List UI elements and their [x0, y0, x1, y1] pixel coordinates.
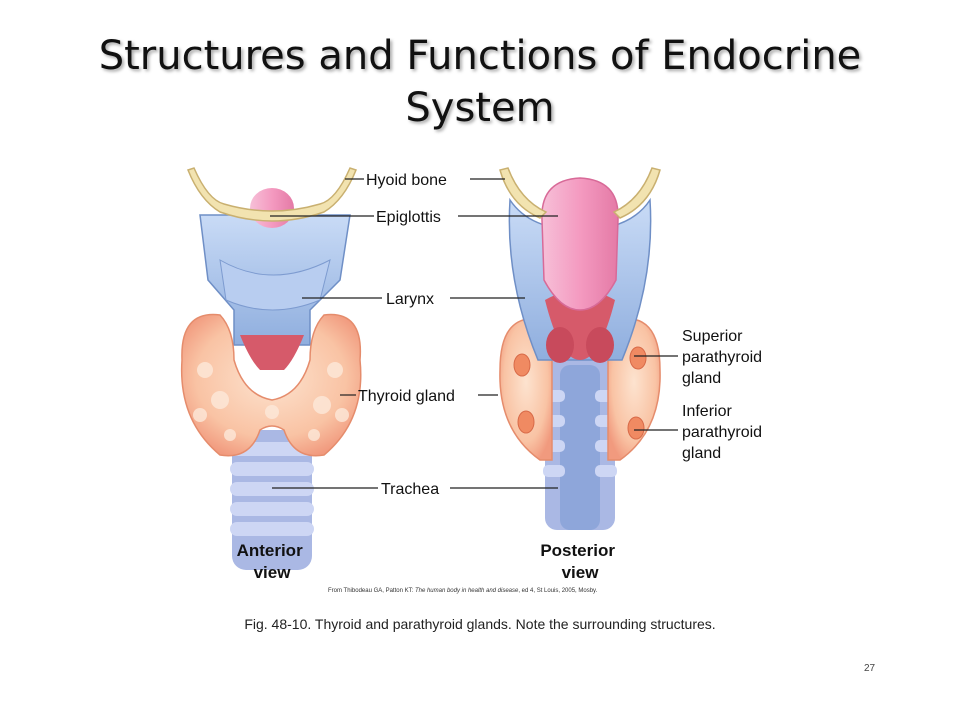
- label-superior-parathyroid: Superior parathyroid gland: [682, 328, 767, 387]
- slide-title-line-2: System: [405, 85, 555, 131]
- anterior-hyoid-bone: [187, 167, 357, 222]
- label-inferior-parathyroid: Inferior parathyroid gland: [682, 403, 767, 462]
- slide-title: Structures and Functions of Endocrine Sy…: [0, 30, 960, 134]
- inferior-parathyroid-left: [517, 410, 535, 434]
- posterior-view-illustration: [499, 167, 661, 530]
- figure-credit: From Thibodeau GA, Patton KT: The human …: [328, 588, 598, 594]
- anterior-view-illustration: [180, 167, 362, 570]
- slide-title-line-1: Structures and Functions of Endocrine: [98, 33, 862, 79]
- posterior-hyoid-bone: [499, 167, 661, 219]
- figure-caption: Fig. 48-10. Thyroid and parathyroid glan…: [244, 616, 716, 632]
- page-number: 27: [864, 663, 876, 674]
- posterior-trachea: [543, 360, 617, 530]
- leader-lines: [270, 178, 678, 489]
- label-thyroid-gland: Thyroid gland: [358, 388, 455, 405]
- superior-parathyroid-left: [513, 353, 531, 377]
- posterior-epiglottis: [541, 177, 619, 311]
- label-posterior-view: Posterior view: [540, 541, 619, 582]
- parathyroid-glands: [513, 346, 647, 440]
- label-anterior-view: Anterior view: [237, 541, 308, 582]
- label-epiglottis: Epiglottis: [376, 209, 441, 226]
- label-larynx: Larynx: [386, 291, 434, 308]
- inferior-parathyroid-right: [627, 416, 645, 440]
- anterior-epiglottis: [250, 188, 294, 228]
- label-trachea: Trachea: [381, 481, 439, 498]
- thyroid-diagram: Hyoid bone Epiglottis Larynx Thyroid gla…: [180, 167, 767, 594]
- superior-parathyroid-right: [629, 346, 647, 370]
- anterior-thyroid-gland: [180, 313, 362, 457]
- label-hyoid-bone: Hyoid bone: [366, 172, 447, 189]
